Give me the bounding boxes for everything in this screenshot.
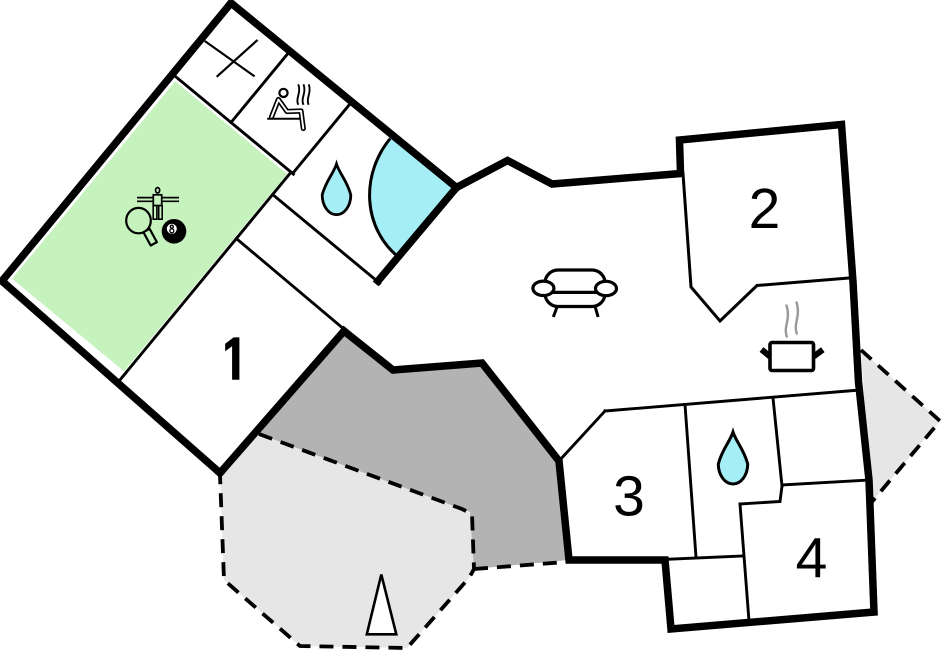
svg-text:4: 4 — [796, 526, 828, 590]
svg-text:3: 3 — [613, 465, 645, 529]
svg-text:2: 2 — [749, 177, 781, 241]
